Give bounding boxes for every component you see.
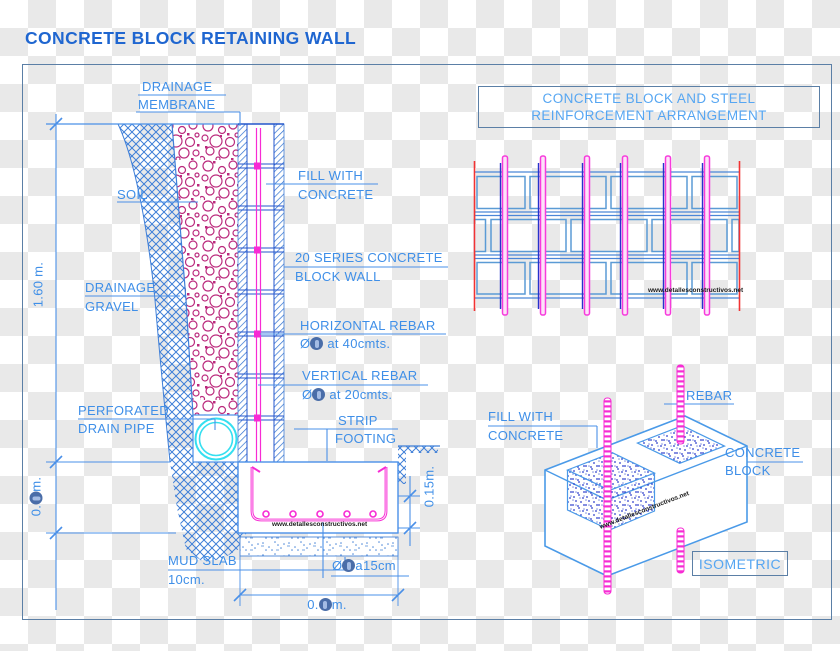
label-iso-rebar: REBAR [686,388,733,403]
label-mud-slab-2: 10cm. [168,572,205,587]
label-drainage-membrane: DRAINAGE [142,79,213,94]
rebar-spacing-text: at 20cmts. [325,387,393,402]
isometric-view [544,364,748,595]
label-drainage-gravel: DRAINAGE [85,280,156,295]
hidden-digit-badge [312,388,326,401]
label-fill-concrete-2: CONCRETE [298,187,374,202]
label-vertical-rebar-spec: Ø at 20cmts. [302,387,392,402]
vertical-rebar-lines [255,128,262,517]
label-strip-footing-2: FOOTING [335,431,397,446]
label-strip-footing: STRIP [338,413,378,428]
strip-footing-section [237,461,399,557]
plan-edge-lines [473,161,741,311]
leader-lines [78,94,803,578]
dim-base-depth: 0. m. [29,469,44,525]
dimension-lines [46,114,420,610]
watermark-plan: www.detallesconstructivos.net [648,287,744,294]
label-block-wall-2: BLOCK WALL [295,269,381,284]
label-perforated-pipe-2: DRAIN PIPE [78,421,155,436]
plan-view [473,155,741,316]
dim-wall-height: 1.60 m. [30,261,46,308]
label-iso-fill-2: CONCRETE [488,428,564,443]
horizontal-rebar-sections [254,162,261,422]
drawing-frame [22,64,832,620]
plan-title-box: CONCRETE BLOCK AND STEEL REINFORCEMENT A… [478,86,820,128]
label-vertical-rebar: VERTICAL REBAR [302,368,418,383]
dim-text: m. [331,597,347,612]
label-drainage-gravel-2: GRAVEL [85,299,139,314]
dim-text: 0. [307,597,319,612]
dim-text: 0. [28,504,44,517]
block-wall-section [237,123,285,517]
dim-text: m. [28,476,44,492]
label-iso-fill: FILL WITH [488,409,554,424]
plan-title-line2: REINFORCEMENT ARRANGEMENT [531,108,767,123]
diameter-symbol: Ø [300,336,311,351]
hidden-digit-badge [29,491,43,505]
hidden-digit-badge [310,337,324,350]
label-perforated-pipe: PERFORATED [78,403,169,418]
rebar-spacing-text: at 40cmts. [323,336,391,351]
hidden-digit-badge [342,559,356,572]
label-block-wall: 20 SERIES CONCRETE [295,250,443,265]
iso-rebars [603,364,685,595]
label-iso-block-2: BLOCK [725,463,771,478]
dim-base-width: 0. m. [294,597,360,612]
perforated-drain-pipe [192,414,241,463]
label-mud-slab: MUD SLAB [168,553,237,568]
watermark-section: www.detallesconstructivos.net [272,521,368,528]
plan-rebars [499,155,711,316]
label-soil: SOIL [117,187,148,202]
stirrup-spacing-text: a15cm [355,558,396,573]
hidden-digit-badge [318,598,332,611]
label-fill-concrete: FILL WITH [298,168,364,183]
drainage-gravel-fill [171,123,238,416]
isometric-caption: ISOMETRIC [698,555,782,572]
label-iso-block: CONCRETE [725,445,801,460]
diameter-symbol: Ø [302,387,313,402]
label-drainage-membrane-2: MEMBRANE [138,97,216,112]
plan-blocks [473,175,740,295]
plan-title-line1: CONCRETE BLOCK AND STEEL [542,91,756,106]
label-horizontal-rebar-spec: Ø at 40cmts. [300,336,390,351]
label-horizontal-rebar: HORIZONTAL REBAR [300,318,436,333]
dim-footing-thickness: 0.15m. [421,465,437,508]
isometric-caption-box: ISOMETRIC [692,551,788,576]
soil-hatch [117,123,440,562]
page-title: CONCRETE BLOCK RETAINING WALL [25,28,357,48]
diameter-symbol: Ø [332,558,343,573]
